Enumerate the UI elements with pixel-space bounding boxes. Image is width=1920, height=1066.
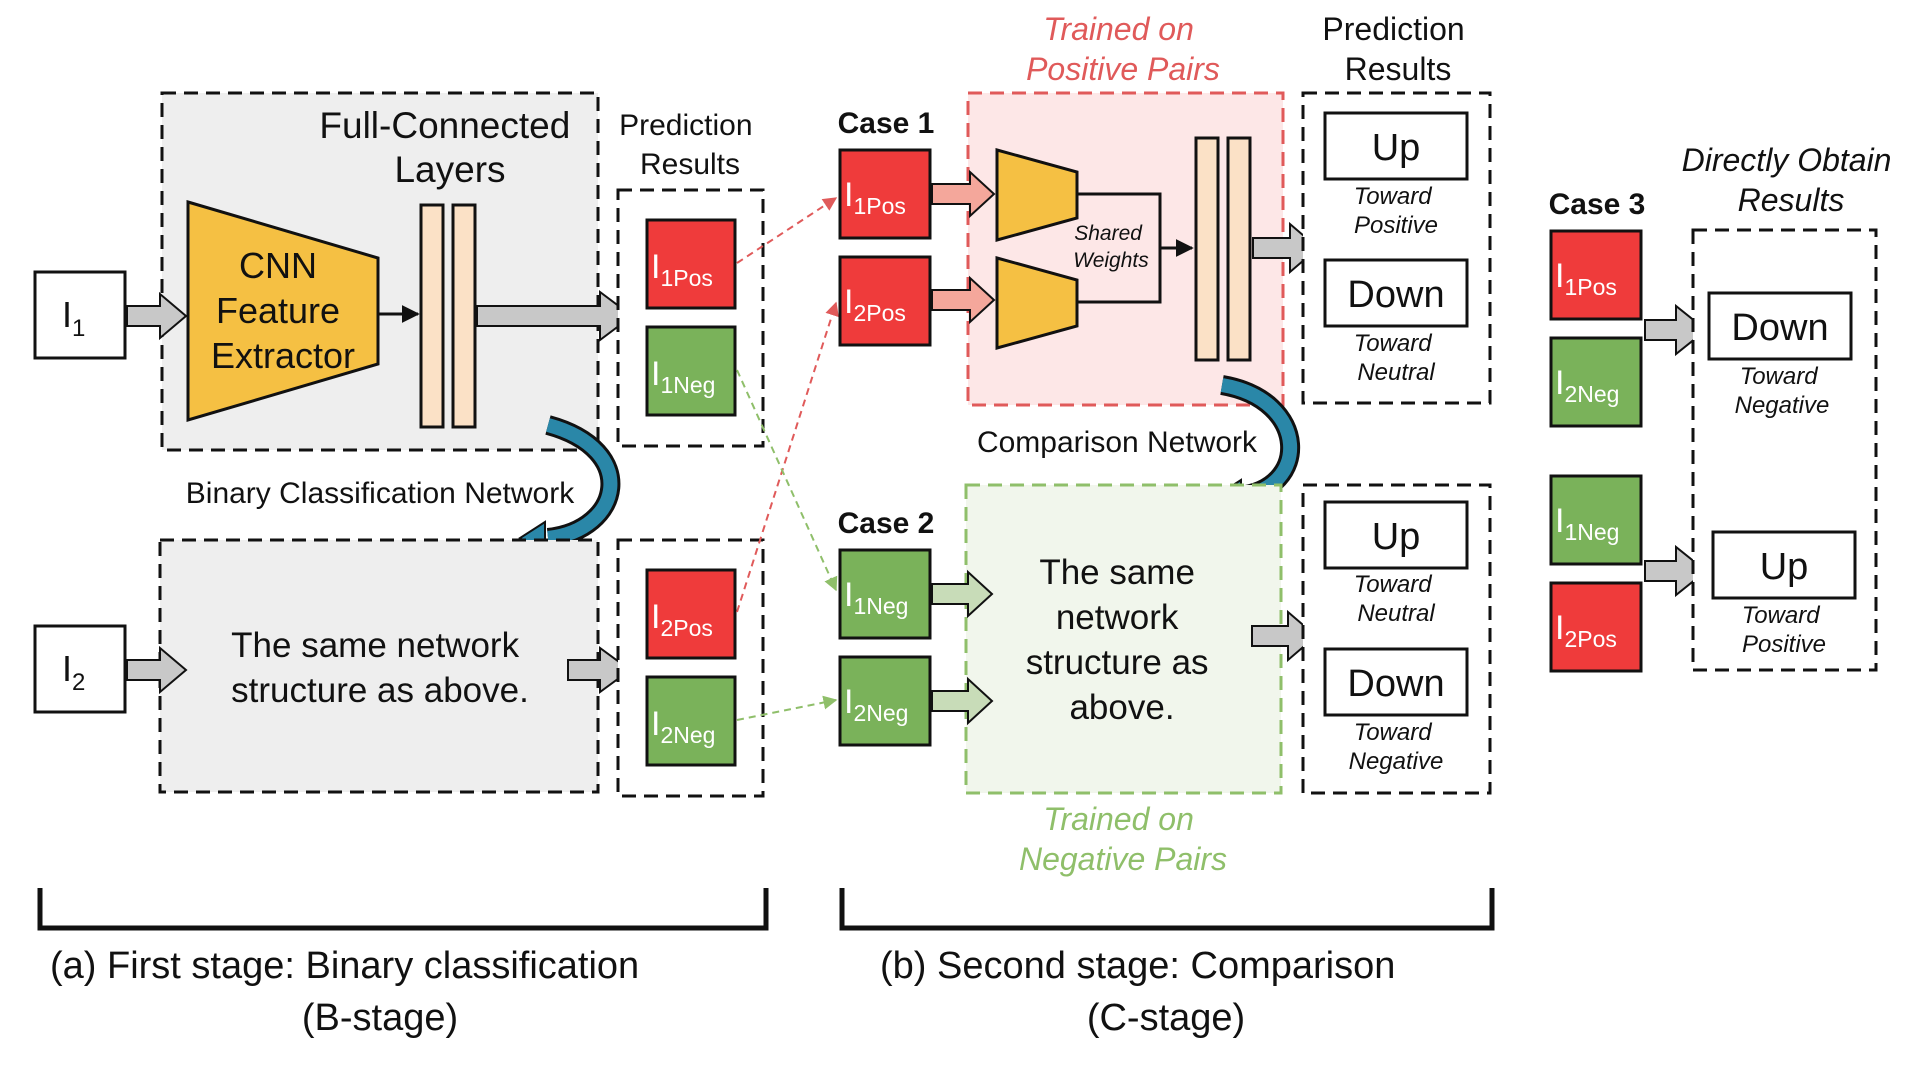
svg-text:I1Pos: I1Pos: [844, 176, 906, 219]
result-down-2: [1323, 647, 1469, 717]
stage-connectors: [736, 197, 839, 721]
case3-result-down: [1707, 291, 1853, 361]
shared-weights-label: Shared Weights: [1073, 222, 1149, 272]
cnn-label: CNN Feature Extractor: [211, 245, 355, 376]
svg-text:Up: Up: [1372, 516, 1421, 558]
fc-layer-2: [451, 203, 477, 429]
svg-text:I2Neg: I2Neg: [651, 705, 715, 748]
comparison-panel-negative: [964, 483, 1283, 795]
svg-text:Down: Down: [1731, 307, 1828, 349]
svg-text:I1Pos: I1Pos: [651, 248, 713, 291]
case3: Case 3 Directly Obtain Results I1Pos I2N…: [1549, 142, 1901, 673]
fc-label: Full-Connected Layers: [319, 105, 580, 190]
svg-text:Toward Negative: Toward Negative: [1735, 363, 1830, 419]
caption-c-line1: (b) Second stage: Comparison: [880, 945, 1395, 987]
arrow-i1-to-cnn: [126, 291, 188, 341]
bracket-b: [37, 888, 769, 931]
trained-negative-label: Trained on Negative Pairs: [1019, 801, 1227, 877]
arrow-panel-to-prediction-b: [567, 646, 632, 694]
svg-text:I2Neg: I2Neg: [844, 683, 908, 726]
svg-text:Toward Neutral: Toward Neutral: [1354, 571, 1439, 627]
siamese-branch-top: [995, 148, 1079, 242]
siamese-branch-bottom: [995, 256, 1079, 350]
input-i2: [33, 624, 127, 714]
case3-chip-i1neg: [1549, 474, 1643, 566]
bracket-c: [839, 888, 1495, 931]
svg-text:Down: Down: [1347, 274, 1444, 316]
c1-chip-i1pos: [838, 148, 932, 240]
case3-label: Case 3: [1549, 188, 1646, 221]
same-network-panel-b: [158, 538, 600, 794]
c-fc-layer-1: [1194, 136, 1220, 362]
result-up-1: [1323, 111, 1469, 181]
case3-chip-i2neg: [1549, 336, 1643, 428]
case3-chip-i2pos: [1549, 581, 1643, 673]
arrow-i2-to-panel: [126, 645, 188, 695]
caption-b-line2: (B-stage): [302, 997, 458, 1039]
chip-i1neg: [645, 325, 737, 417]
c1-chip-i2pos: [838, 255, 932, 347]
binary-classification-label: Binary Classification Network: [186, 477, 575, 510]
c2-chip-i1neg: [838, 548, 932, 640]
svg-text:I2Pos: I2Pos: [1555, 609, 1617, 652]
svg-text:Toward Negative: Toward Negative: [1349, 719, 1444, 775]
svg-text:Toward Positive: Toward Positive: [1354, 183, 1439, 239]
same-network-text-c: The same network structure as above.: [1026, 553, 1219, 727]
svg-text:I1: I1: [62, 294, 85, 342]
caption-c-line2: (C-stage): [1087, 997, 1245, 1039]
svg-text:I2Neg: I2Neg: [1555, 364, 1619, 407]
svg-text:I1Neg: I1Neg: [844, 576, 908, 619]
caption-b-line1: (a) First stage: Binary classification: [50, 945, 639, 987]
svg-text:I1Neg: I1Neg: [1555, 502, 1619, 545]
trained-positive-label: Trained on Positive Pairs: [1026, 11, 1220, 87]
chip-i2neg: [645, 675, 737, 767]
cnn-extractor-shape: [186, 199, 380, 423]
prediction-label-b: Prediction Results: [619, 109, 761, 181]
result-up-2: [1323, 500, 1469, 570]
svg-text:I1Neg: I1Neg: [651, 355, 715, 398]
svg-text:Down: Down: [1347, 663, 1444, 705]
svg-text:Up: Up: [1760, 546, 1809, 588]
same-network-text-b: The same network structure as above.: [231, 626, 529, 710]
svg-text:I2: I2: [62, 648, 85, 696]
svg-text:Toward Positive: Toward Positive: [1742, 602, 1827, 658]
case3-result-up: [1711, 530, 1857, 600]
svg-text:Up: Up: [1372, 127, 1421, 169]
c2-chip-i2neg: [838, 655, 932, 747]
comparison-network-label: Comparison Network: [977, 426, 1258, 459]
c-fc-layer-2: [1226, 136, 1252, 362]
chip-i2pos: [645, 568, 737, 660]
stage-b: Full-Connected Layers CNN Feature Extrac…: [33, 91, 769, 1039]
arrow-fc-to-prediction: [476, 290, 634, 342]
input-i1: [33, 270, 127, 360]
case2-label: Case 2: [838, 507, 935, 540]
case1-label: Case 1: [838, 107, 935, 140]
prediction-label-c: Prediction Results: [1322, 11, 1473, 87]
result-down-1: [1323, 258, 1469, 328]
svg-text:Toward Neutral: Toward Neutral: [1354, 330, 1439, 386]
chip-i1pos: [645, 218, 737, 310]
fc-layer-1: [419, 203, 445, 429]
svg-text:I1Pos: I1Pos: [1555, 257, 1617, 300]
svg-text:I2Pos: I2Pos: [651, 598, 713, 641]
svg-text:I2Pos: I2Pos: [844, 283, 906, 326]
stage-c: Trained on Positive Pairs Prediction Res…: [838, 11, 1495, 1039]
case3-chip-i1pos: [1549, 229, 1643, 321]
directly-obtain-label: Directly Obtain Results: [1682, 142, 1901, 218]
